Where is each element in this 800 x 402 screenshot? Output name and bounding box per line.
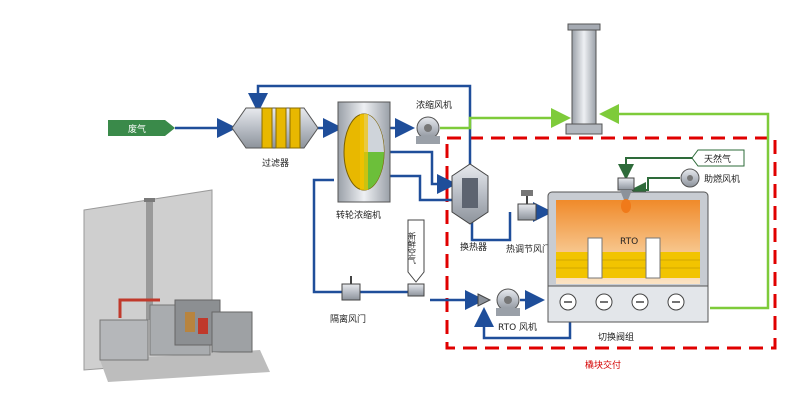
heat-damper: 热调节风门 — [506, 190, 551, 255]
rto-fan-label: RTO 风机 — [498, 321, 537, 333]
fan-icon: 浓缩风机 — [416, 99, 452, 111]
damper-icon: 热调节风门 — [506, 243, 551, 255]
skid-label: 橇块交付 — [585, 359, 621, 371]
fresh-air-label: 新鲜空气 — [408, 231, 417, 264]
skid-boundary — [445, 136, 777, 350]
fresh-air-inlet: 新鲜空气 — [407, 219, 425, 297]
burner-fan-label: 助燃风机 — [704, 173, 740, 185]
rto-label: RTO — [620, 237, 638, 247]
isolation-damper-label: 隔离风门 — [330, 313, 366, 325]
burner — [617, 177, 635, 213]
clean-gas-lines — [440, 104, 770, 310]
natural-gas-label: 天然气 — [704, 153, 731, 165]
natural-gas-inlet: 天然气 — [691, 149, 745, 167]
waste-gas-inlet: 废气 — [108, 120, 175, 136]
rto-furnace: RTO 切换阀组 — [547, 191, 709, 343]
plant-render-image — [83, 189, 270, 382]
concentration-fan: 浓缩风机 — [416, 99, 452, 144]
valve-icon — [477, 293, 492, 307]
filter-label: 过滤器 — [262, 157, 289, 169]
heat-exchanger-label: 换热器 — [460, 241, 487, 253]
rto-fan: RTO 风机 — [496, 288, 537, 333]
heat-exchanger: 换热器 — [451, 163, 489, 253]
duct-network — [175, 84, 572, 340]
waste-gas-label: 废气 — [128, 123, 146, 135]
rotor-concentrator: 转轮浓缩机 — [336, 101, 391, 221]
filter-unit: 过滤器 — [231, 107, 319, 169]
fuel-lines — [618, 157, 698, 198]
rotor-label: 转轮浓缩机 — [336, 209, 381, 221]
isolation-damper: 隔离风门 — [330, 276, 366, 325]
switch-valves-label: 切换阀组 — [598, 331, 634, 343]
burner-fan: 助燃风机 — [680, 168, 740, 188]
chimney-icon — [565, 23, 603, 135]
